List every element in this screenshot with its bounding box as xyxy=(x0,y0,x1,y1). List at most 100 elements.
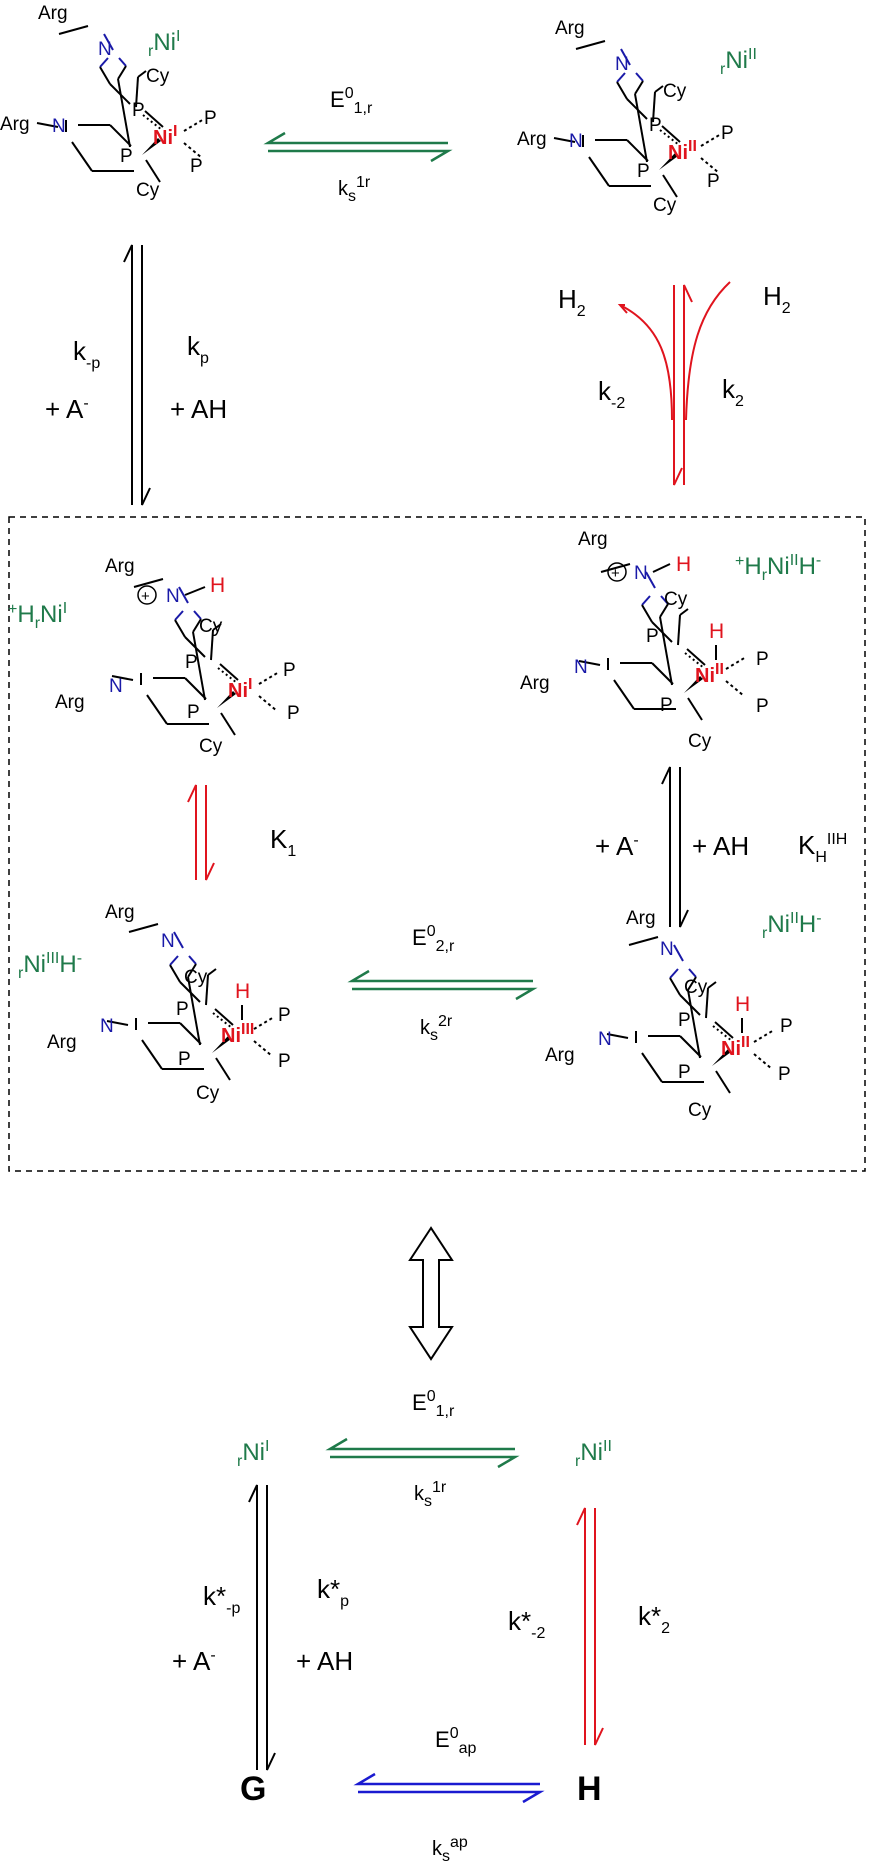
label-ks1r-bottom: ks1r xyxy=(414,1479,447,1510)
ni-atom: NiII xyxy=(721,1034,750,1060)
p-atom: P xyxy=(176,999,189,1020)
label-plusAH: + AH xyxy=(170,394,227,424)
n-atom: N xyxy=(98,39,112,60)
arg-label: Arg xyxy=(55,692,85,713)
svg-text:+: + xyxy=(141,588,150,605)
label-kSmp: k*-p xyxy=(203,1581,240,1617)
p-atom: P xyxy=(187,702,200,723)
arg-label: Arg xyxy=(555,18,585,39)
arg-label: Arg xyxy=(105,902,135,923)
label-K1: K1 xyxy=(270,824,296,860)
cy-label: Cy xyxy=(653,195,677,216)
p-ligand: P xyxy=(283,660,296,681)
p-ligand: P xyxy=(721,123,734,144)
h-atom: H xyxy=(235,980,250,1003)
label-H2-out: H2 xyxy=(558,284,586,320)
p-atom: P xyxy=(646,626,659,647)
node-G: G xyxy=(240,1770,266,1808)
arg-label: Arg xyxy=(545,1045,575,1066)
equilibrium-arrow-K1 xyxy=(187,784,215,881)
intermediate-box xyxy=(8,516,866,1172)
arg-label: Arg xyxy=(520,673,550,694)
arg-label: Arg xyxy=(517,129,547,150)
p-atom: P xyxy=(637,161,650,182)
cy-label: Cy xyxy=(146,66,170,87)
node-H: H xyxy=(577,1770,602,1808)
complex-HrNiIIH: Arg + N H Cy P H N Arg P Cy NiII P P xyxy=(520,529,769,752)
cy-label: Cy xyxy=(684,977,708,998)
node-rNiI: rNiI xyxy=(237,1438,269,1470)
arg-label: Arg xyxy=(0,114,30,135)
p-ligand: P xyxy=(778,1064,791,1085)
equilibrium-arrow-bottom-left xyxy=(248,1484,276,1771)
p-ligand: P xyxy=(278,1005,291,1026)
h2-activation-arrows xyxy=(617,281,731,486)
equilibrium-arrow-middle xyxy=(347,969,538,1001)
label-kSp: k*p xyxy=(317,1574,349,1610)
n-atom: N xyxy=(574,657,588,678)
h-atom: H xyxy=(676,553,691,576)
label-rNiIIIH: rNiIIIH- xyxy=(18,950,82,982)
label-E01r-bottom: E01,r xyxy=(412,1388,455,1420)
label-kS2: k*2 xyxy=(638,1601,670,1637)
n-atom: N xyxy=(100,1016,114,1037)
ni-atom: NiIII xyxy=(221,1021,254,1047)
p-ligand: P xyxy=(204,108,217,129)
equilibrium-arrow-bottom-right xyxy=(576,1507,604,1746)
h-atom: H xyxy=(709,620,724,643)
label-km2: k-2 xyxy=(598,376,625,412)
n-atom: N xyxy=(161,931,175,952)
label-plusA: + A- xyxy=(45,394,89,424)
ni-atom: NiI xyxy=(228,676,252,702)
arg-label: Arg xyxy=(47,1032,77,1053)
cy-label: Cy xyxy=(688,731,712,752)
p-ligand: P xyxy=(287,703,300,724)
label-plusA-box: + A- xyxy=(595,831,639,861)
label-ksap: ksap xyxy=(432,1834,468,1865)
arg-label: Arg xyxy=(626,908,656,929)
p-atom: P xyxy=(178,1049,191,1070)
equivalence-arrow-icon xyxy=(408,1226,454,1361)
p-ligand: P xyxy=(190,156,203,177)
complex-rNiII: Arg N Cy P N Arg P Cy NiII P P xyxy=(517,18,734,216)
n-atom: N xyxy=(166,586,180,607)
cy-label: Cy xyxy=(199,736,223,757)
label-E01r: E01,r xyxy=(330,85,373,117)
n-atom: N xyxy=(109,676,123,697)
plus-charge-icon xyxy=(137,585,157,605)
ni-atom: NiII xyxy=(695,661,724,687)
label-plusAH-box: + AH xyxy=(692,831,749,861)
complex-rNiI: Arg N Cy P N Arg P Cy NiI P P xyxy=(0,3,217,201)
label-ks1r: ks1r xyxy=(338,174,371,205)
p-atom: P xyxy=(660,695,673,716)
label-kmp: k-p xyxy=(73,336,100,372)
p-ligand: P xyxy=(756,696,769,717)
equilibrium-arrow-bottom-ap xyxy=(353,1772,545,1804)
h-atom: H xyxy=(210,574,225,597)
label-kSm2: k*-2 xyxy=(508,1606,545,1642)
label-rNiI: rNiI xyxy=(148,28,180,60)
p-atom: P xyxy=(120,146,133,167)
p-atom: P xyxy=(132,100,145,121)
label-ks2r: ks2r xyxy=(420,1013,453,1044)
complex-HrNiI: Arg + N H Cy P N Arg P Cy NiI P P xyxy=(55,556,300,757)
label-plusAH-bottom: + AH xyxy=(296,1646,353,1676)
svg-text:+: + xyxy=(611,565,620,582)
equilibrium-arrow-KH xyxy=(661,766,689,928)
equilibrium-arrow-top xyxy=(263,131,453,163)
p-atom: P xyxy=(678,1062,691,1083)
plus-charge-icon xyxy=(607,562,627,582)
label-plusA-bottom: + A- xyxy=(172,1646,216,1676)
label-kp: kp xyxy=(187,331,209,367)
complex-rNiIIIH: Arg N Cy P H N Arg P Cy NiIII P P xyxy=(47,902,291,1104)
arg-label: Arg xyxy=(38,3,68,24)
n-atom: N xyxy=(615,54,629,75)
cy-label: Cy xyxy=(663,81,687,102)
arg-label: Arg xyxy=(578,529,608,550)
p-atom: P xyxy=(649,115,662,136)
cy-label: Cy xyxy=(199,616,223,637)
ni-atom: NiI xyxy=(153,123,177,149)
p-ligand: P xyxy=(780,1016,793,1037)
cy-label: Cy xyxy=(688,1100,712,1121)
